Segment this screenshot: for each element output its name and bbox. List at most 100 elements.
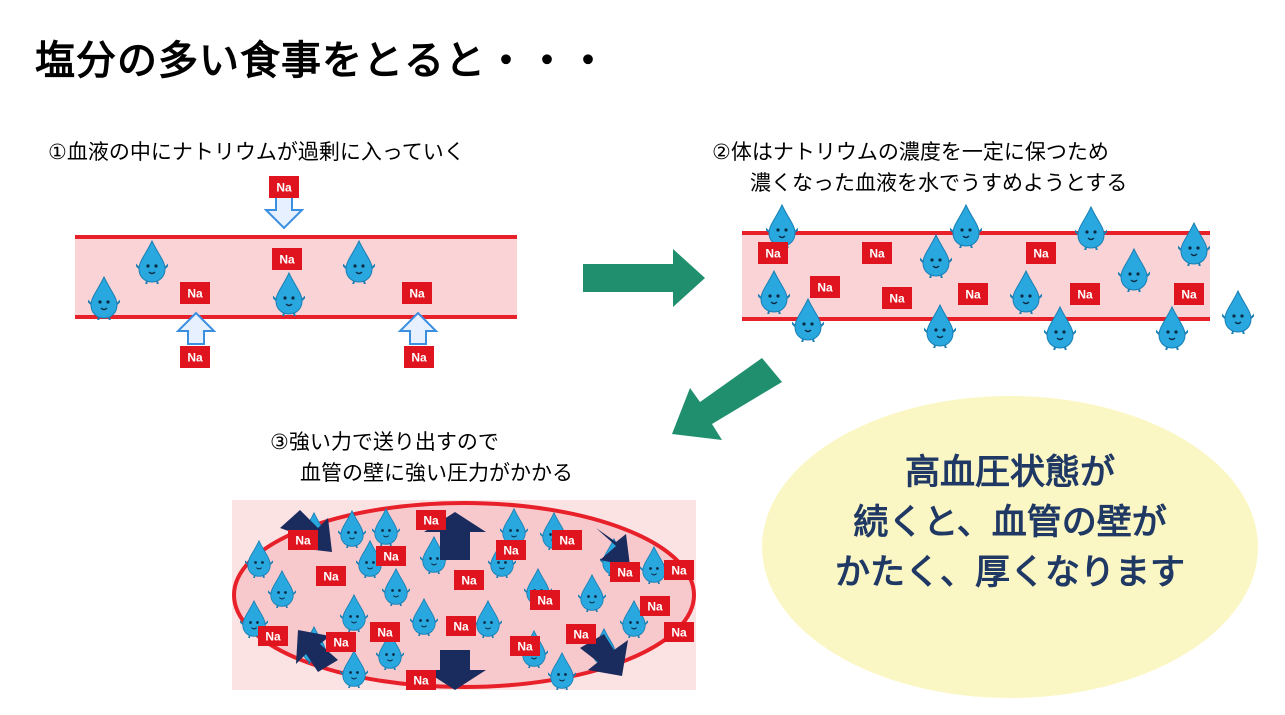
sodium-box: Na [402,282,432,304]
sodium-box-bg [446,616,476,636]
sodium-box: Na [288,530,318,550]
sodium-box-label: Na [1077,288,1093,302]
process-arrow-right [583,249,705,307]
sodium-box-label: Na [187,351,203,365]
sodium-box-label: Na [276,181,292,195]
sodium-box-label: Na [517,640,533,654]
sodium-box-bg [640,596,670,616]
sodium-box-bg [664,560,694,580]
sodium-box: Na [566,624,596,644]
sodium-box-label: Na [413,674,429,688]
vessel1-wall-top [75,235,517,239]
sodium-box-bg [510,636,540,656]
sodium-box-bg [958,283,988,305]
conclusion-line1: 高血圧状態が [904,453,1115,493]
inflow-arrow-top [263,196,305,230]
sodium-box: Na [1174,283,1204,305]
sodium-box-bg [610,562,640,582]
sodium-box-bg [370,622,400,642]
sodium-box-bg [288,530,318,550]
sodium-box: Na [258,626,288,646]
sodium-box-label: Na [503,544,519,558]
sodium-box: Na [180,346,210,368]
sodium-box-bg [1174,283,1204,305]
step3-caption: ③強い力で送り出すので 血管の壁に強い圧力がかかる [270,427,573,489]
sodium-box-label: Na [617,566,633,580]
sodium-box-bg [1026,242,1056,264]
sodium-box-bg [862,242,892,264]
sodium-box-bg [376,546,406,566]
sodium-box-bg [406,670,436,690]
sodium-box-bg [258,626,288,646]
sodium-box-label: Na [537,594,553,608]
sodium-box-label: Na [889,292,905,306]
sodium-box: Na [510,636,540,656]
step3-caption-line2: 血管の壁に強い圧力がかかる [300,461,573,485]
sodium-box: Na [552,530,582,550]
sodium-box: Na [862,242,892,264]
sodium-box: Na [810,276,840,298]
sodium-box: Na [640,596,670,616]
sodium-box-label: Na [765,247,781,261]
sodium-box-bg [269,176,299,198]
sodium-box-label: Na [453,620,469,634]
sodium-box-label: Na [333,636,349,650]
sodium-box: Na [446,616,476,636]
sodium-box: Na [370,622,400,642]
sodium-box-bg [180,346,210,368]
step1-caption-text: ①血液の中にナトリウムが過剰に入っていく [48,140,465,164]
sodium-box-label: Na [383,550,399,564]
sodium-box-bg [496,540,526,560]
sodium-box-label: Na [559,534,575,548]
sodium-box-label: Na [1033,247,1049,261]
sodium-box-bg [530,590,560,610]
inflow-arrow-bottom-left [175,311,217,345]
sodium-box-bg [416,510,446,530]
sodium-box-label: Na [187,287,203,301]
sodium-box-bg [316,566,346,586]
sodium-box-label: Na [573,628,589,642]
sodium-box: Na [1070,283,1100,305]
sodium-box-label: Na [461,574,477,588]
vessel1-wall-bottom [75,315,517,319]
sodium-box-bg [552,530,582,550]
sodium-box-label: Na [671,564,687,578]
sodium-box-bg [810,276,840,298]
sodium-box: Na [404,346,434,368]
sodium-box-label: Na [279,253,295,267]
sodium-box: Na [758,242,788,264]
sodium-box-bg [664,622,694,642]
sodium-box: Na [326,632,356,652]
sodium-box-label: Na [423,514,439,528]
page-title: 塩分の多い食事をとると・・・ [35,38,609,84]
sodium-box: Na [664,622,694,642]
sodium-box: Na [376,546,406,566]
sodium-box-bg [566,624,596,644]
inflow-arrow-bottom-right [397,311,439,345]
sodium-box-bg [180,282,210,304]
pressure-arrow-down [424,650,486,690]
sodium-box-label: Na [1181,288,1197,302]
step2-caption: ②体はナトリウムの濃度を一定に保つため 濃くなった血液を水でうすめようとする [712,137,1127,199]
process-arrow-diagonal [672,358,782,440]
conclusion-line3: かたく、厚くなります [834,553,1185,593]
sodium-box: Na [316,566,346,586]
sodium-box: Na [272,248,302,270]
sodium-box-label: Na [323,570,339,584]
sodium-box-label: Na [869,247,885,261]
sodium-box: Na [269,176,299,198]
sodium-box: Na [416,510,446,530]
sodium-box-label: Na [647,600,663,614]
conclusion-line2: 続くと、血管の壁が [853,503,1167,543]
pressure-arrow-right [596,528,630,566]
sodium-box: Na [454,570,484,590]
sodium-box-label: Na [409,287,425,301]
sodium-box-bg [1070,283,1100,305]
sodium-box-label: Na [817,281,833,295]
sodium-box-label: Na [411,351,427,365]
step2-caption-line1: ②体はナトリウムの濃度を一定に保つため [712,140,1109,164]
step1-caption: ①血液の中にナトリウムが過剰に入っていく [48,137,465,168]
sodium-box: Na [1026,242,1056,264]
sodium-box: Na [530,590,560,610]
